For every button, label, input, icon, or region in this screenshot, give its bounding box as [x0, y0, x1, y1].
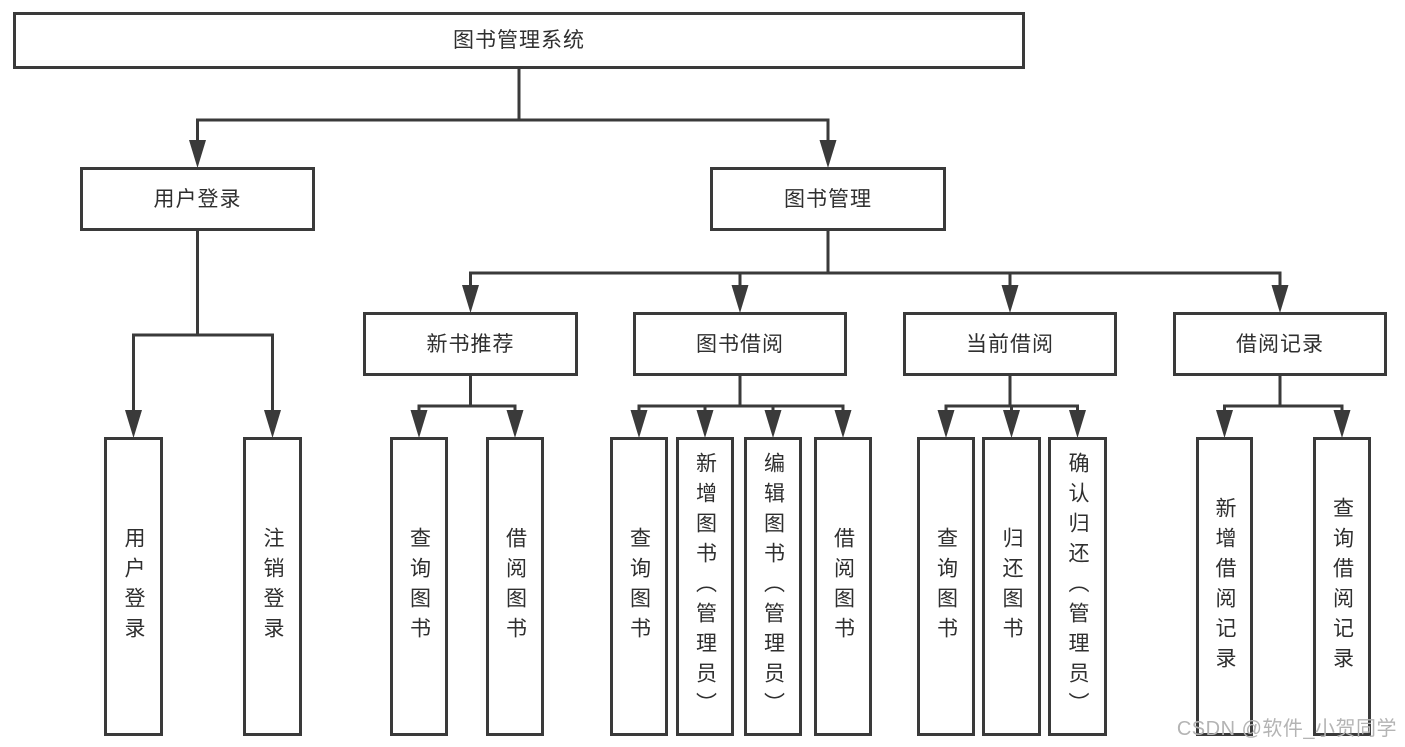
- arrowhead-down-icon: [630, 410, 648, 438]
- node-label-root: 图书管理系统: [453, 29, 585, 52]
- node-current-borrow: 当前借阅: [903, 312, 1117, 376]
- node-leaf-query-book-1: 查询图书: [390, 437, 448, 736]
- arrowhead-down-icon: [1003, 410, 1020, 438]
- node-label-borrow-records: 借阅记录: [1236, 332, 1324, 356]
- node-user-login: 用户登录: [80, 167, 315, 231]
- node-label-leaf-query-book-3: 查询图书: [934, 526, 958, 647]
- connector-group-current-borrow: [937, 375, 1086, 438]
- arrowhead-down-icon: [462, 285, 479, 313]
- arrowhead-down-icon: [410, 410, 428, 438]
- arrowhead-down-icon: [764, 410, 782, 438]
- node-label-leaf-add-book: 新增图书（管理员）: [693, 451, 717, 722]
- node-label-leaf-return-book: 归还图书: [1000, 526, 1023, 647]
- node-leaf-query-borrow-record: 查询借阅记录: [1313, 437, 1371, 736]
- arrowhead-down-icon: [1271, 285, 1289, 313]
- connector-group-borrow-records: [1216, 375, 1351, 438]
- arrowhead-down-icon: [1069, 410, 1086, 438]
- node-borrow-records: 借阅记录: [1173, 312, 1387, 376]
- node-leaf-query-book-2: 查询图书: [610, 437, 668, 736]
- node-leaf-user-login: 用户登录: [104, 437, 163, 736]
- node-label-leaf-query-borrow-record: 查询借阅记录: [1330, 496, 1354, 677]
- node-leaf-borrow-book-2: 借阅图书: [814, 437, 872, 736]
- arrowhead-down-icon: [125, 410, 142, 438]
- arrowhead-down-icon: [834, 410, 852, 438]
- arrowhead-down-icon: [506, 410, 524, 438]
- connector-group-book-borrow: [630, 375, 852, 438]
- arrowhead-down-icon: [264, 410, 281, 438]
- node-leaf-confirm-return: 确认归还（管理员）: [1048, 437, 1107, 736]
- connector-group-book-mgmt: [462, 230, 1289, 313]
- watermark-text: CSDN @软件_小贺同学: [1176, 718, 1397, 740]
- connector-group-root: [189, 68, 837, 168]
- node-book-borrow: 图书借阅: [633, 312, 847, 376]
- node-book-mgmt: 图书管理: [710, 167, 946, 231]
- arrowhead-down-icon: [189, 140, 206, 168]
- node-label-leaf-logout: 注销登录: [261, 526, 284, 647]
- node-new-book-rec: 新书推荐: [363, 312, 578, 376]
- node-root: 图书管理系统: [13, 12, 1025, 69]
- arrowhead-down-icon: [819, 140, 837, 168]
- arrowhead-down-icon: [1333, 410, 1351, 438]
- node-label-leaf-query-book-2: 查询图书: [627, 526, 651, 647]
- arrowhead-down-icon: [696, 410, 714, 438]
- node-label-user-login: 用户登录: [153, 187, 242, 211]
- node-label-leaf-edit-book: 编辑图书（管理员）: [761, 451, 785, 722]
- node-leaf-return-book: 归还图书: [982, 437, 1041, 736]
- node-leaf-query-book-3: 查询图书: [917, 437, 975, 736]
- arrowhead-down-icon: [937, 410, 955, 438]
- connector-group-new-book-rec: [410, 375, 524, 438]
- node-label-book-borrow: 图书借阅: [696, 332, 784, 356]
- node-leaf-add-book: 新增图书（管理员）: [676, 437, 734, 736]
- arrowhead-down-icon: [731, 285, 749, 313]
- arrowhead-down-icon: [1001, 285, 1019, 313]
- node-leaf-logout: 注销登录: [243, 437, 302, 736]
- arrowhead-down-icon: [1216, 410, 1233, 438]
- node-label-leaf-query-book-1: 查询图书: [407, 526, 431, 647]
- connector-group-user-login: [125, 230, 281, 438]
- node-label-book-mgmt: 图书管理: [784, 187, 872, 211]
- node-label-leaf-add-borrow-record: 新增借阅记录: [1213, 496, 1236, 677]
- node-label-leaf-user-login: 用户登录: [122, 526, 145, 647]
- node-label-new-book-rec: 新书推荐: [426, 332, 515, 356]
- node-leaf-add-borrow-record: 新增借阅记录: [1196, 437, 1253, 736]
- node-label-leaf-borrow-book-2: 借阅图书: [831, 526, 855, 647]
- node-leaf-edit-book: 编辑图书（管理员）: [744, 437, 802, 736]
- node-label-leaf-confirm-return: 确认归还（管理员）: [1066, 451, 1089, 722]
- node-label-leaf-borrow-book-1: 借阅图书: [503, 526, 527, 647]
- node-label-current-borrow: 当前借阅: [966, 332, 1054, 356]
- node-leaf-borrow-book-1: 借阅图书: [486, 437, 544, 736]
